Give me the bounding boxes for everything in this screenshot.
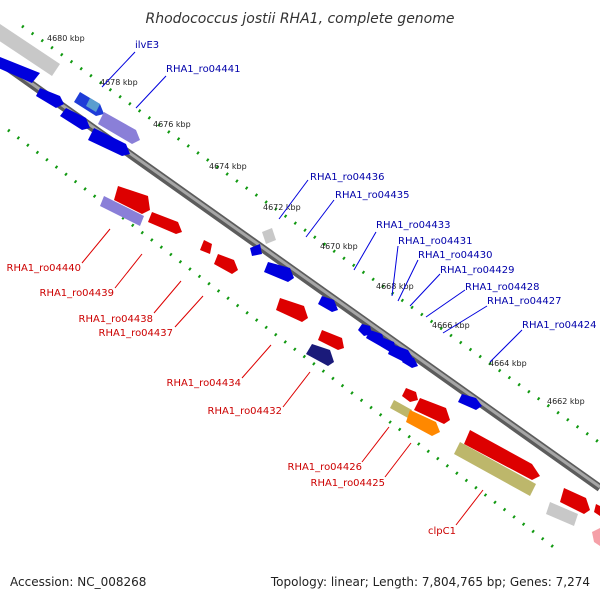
gene-label[interactable]: ilvE3	[135, 40, 159, 51]
upper-tick-line	[21, 24, 600, 445]
gene-feature[interactable]	[148, 212, 182, 234]
map-title: Rhodococcus jostii RHA1, complete genome	[145, 11, 454, 27]
gene-feature[interactable]	[402, 388, 418, 402]
gene-label[interactable]: RHA1_ro04426	[288, 462, 363, 473]
gene-feature[interactable]	[318, 296, 338, 312]
kbp-label: 4672 kbp	[263, 203, 301, 212]
gene-feature[interactable]	[0, 57, 40, 83]
kbp-label: 4674 kbp	[209, 162, 247, 171]
gene-feature[interactable]	[592, 528, 600, 546]
accession-text: Accession: NC_008268	[10, 575, 146, 589]
kbp-label: 4666 kbp	[432, 321, 470, 330]
gene-feature[interactable]	[88, 128, 130, 156]
gene-label[interactable]: RHA1_ro04441	[166, 64, 241, 75]
forward-label-leaders	[101, 51, 523, 363]
gene-label[interactable]: RHA1_ro04439	[40, 288, 115, 299]
gene-label[interactable]: RHA1_ro04425	[311, 478, 386, 489]
gene-label[interactable]: clpC1	[428, 526, 456, 537]
gene-feature[interactable]	[0, 24, 60, 76]
gene-label[interactable]: RHA1_ro04437	[99, 328, 174, 339]
gene-feature[interactable]	[262, 228, 276, 244]
kbp-label: 4678 kbp	[100, 78, 138, 87]
gene-feature[interactable]	[98, 112, 140, 144]
gene-feature[interactable]	[464, 430, 540, 480]
forward-labels: ilvE3 RHA1_ro04441 RHA1_ro04436 RHA1_ro0…	[135, 40, 597, 331]
gene-feature[interactable]	[390, 400, 412, 418]
gene-feature[interactable]	[250, 244, 262, 256]
gene-feature[interactable]	[306, 344, 334, 366]
gene-feature[interactable]	[594, 504, 600, 516]
gene-feature[interactable]	[86, 98, 100, 112]
gene-label[interactable]: RHA1_ro04430	[418, 250, 493, 261]
gene-feature[interactable]	[414, 398, 450, 424]
gene-feature[interactable]	[60, 108, 90, 130]
gene-feature[interactable]	[36, 88, 64, 108]
gene-label[interactable]: RHA1_ro04436	[310, 172, 385, 183]
kbp-label: 4680 kbp	[47, 34, 85, 43]
gene-label[interactable]: RHA1_ro04432	[208, 406, 283, 417]
gene-label[interactable]: RHA1_ro04427	[487, 296, 562, 307]
gene-feature[interactable]	[406, 410, 440, 436]
kbp-label: 4664 kbp	[489, 359, 527, 368]
gene-label[interactable]: RHA1_ro04428	[465, 282, 540, 293]
reverse-features	[100, 186, 600, 546]
kbp-label: 4676 kbp	[153, 120, 191, 129]
reverse-label-leaders	[81, 228, 484, 526]
gene-label[interactable]: RHA1_ro04431	[398, 236, 473, 247]
gene-feature[interactable]	[454, 442, 536, 496]
gene-feature[interactable]	[458, 394, 482, 410]
kbp-label: 4670 kbp	[320, 242, 358, 251]
forward-features	[0, 24, 482, 410]
gene-label[interactable]: RHA1_ro04438	[79, 314, 154, 325]
gene-label[interactable]: RHA1_ro04440	[7, 263, 82, 274]
gene-label[interactable]: RHA1_ro04433	[376, 220, 451, 231]
gene-label[interactable]: RHA1_ro04429	[440, 265, 515, 276]
kbp-label: 4662 kbp	[547, 397, 585, 406]
gene-feature[interactable]	[100, 196, 144, 226]
gene-label[interactable]: RHA1_ro04434	[167, 378, 242, 389]
gene-feature[interactable]	[214, 254, 238, 274]
gene-feature[interactable]	[276, 298, 308, 322]
gene-label[interactable]: RHA1_ro04424	[522, 320, 597, 331]
gene-feature[interactable]	[114, 186, 150, 214]
gene-feature[interactable]	[366, 330, 386, 346]
gene-feature[interactable]	[318, 330, 344, 350]
gene-feature[interactable]	[402, 356, 418, 368]
gene-feature[interactable]	[560, 488, 590, 514]
genome-summary-text: Topology: linear; Length: 7,804,765 bp; …	[270, 575, 590, 589]
gene-feature[interactable]	[546, 502, 578, 526]
reverse-labels: RHA1_ro04440 RHA1_ro04439 RHA1_ro04438 R…	[7, 263, 457, 537]
gene-label[interactable]: RHA1_ro04435	[335, 190, 410, 201]
kbp-label: 4668 kbp	[376, 282, 414, 291]
lower-tick-line	[7, 128, 561, 554]
gene-feature[interactable]	[200, 240, 212, 254]
gene-feature[interactable]	[264, 262, 294, 282]
